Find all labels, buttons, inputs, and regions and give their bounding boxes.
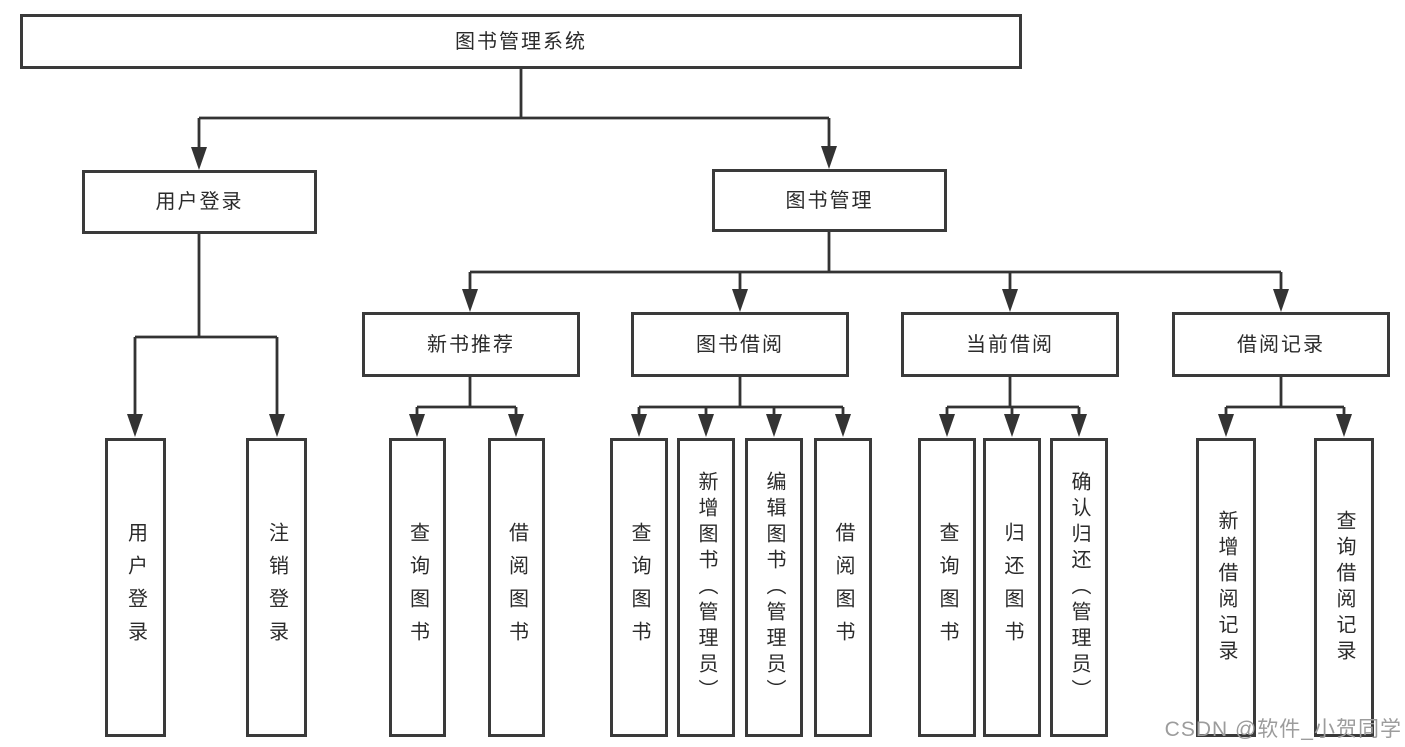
node-book-management: 图书管理 <box>712 169 947 232</box>
node-label: 新增图书（管理员） <box>695 470 717 705</box>
node-label: 图书管理 <box>785 189 874 212</box>
node-label: 查询图书 <box>628 521 650 654</box>
leaf-borrow-edit-books-admin: 编辑图书（管理员） <box>745 438 803 737</box>
leaf-borrow-borrow-books: 借阅图书 <box>814 438 872 737</box>
node-current-borrow: 当前借阅 <box>901 312 1119 377</box>
node-label: 借阅图书 <box>832 521 854 654</box>
node-label: 编辑图书（管理员） <box>763 470 785 705</box>
node-label: 图书管理系统 <box>455 30 587 53</box>
node-label: 确认归还（管理员） <box>1068 470 1090 705</box>
node-user-login: 用户登录 <box>82 170 317 234</box>
leaf-current-query-books: 查询图书 <box>918 438 976 737</box>
node-root: 图书管理系统 <box>20 14 1022 69</box>
arrowheads <box>127 146 1352 437</box>
node-label: 查询图书 <box>936 521 958 654</box>
leaf-user-login: 用户登录 <box>105 438 166 737</box>
leaf-recommend-borrow-books: 借阅图书 <box>488 438 545 737</box>
leaf-current-return-books: 归还图书 <box>983 438 1041 737</box>
node-label: 新书推荐 <box>427 333 515 356</box>
node-label: 借阅图书 <box>505 521 528 654</box>
leaf-records-add-borrow-record: 新增借阅记录 <box>1196 438 1256 737</box>
leaf-recommend-query-books: 查询图书 <box>389 438 446 737</box>
node-label: 归还图书 <box>1001 521 1023 654</box>
node-label: 图书借阅 <box>696 333 784 356</box>
leaf-borrow-add-books-admin: 新增图书（管理员） <box>677 438 735 737</box>
node-label: 用户登录 <box>155 191 244 213</box>
node-label: 查询图书 <box>406 521 429 654</box>
leaf-current-confirm-return-admin: 确认归还（管理员） <box>1050 438 1108 737</box>
csdn-watermark: CSDN @软件_小贺同学 <box>1164 718 1402 741</box>
node-label: 当前借阅 <box>966 333 1054 356</box>
node-label: 用户登录 <box>124 521 147 654</box>
node-new-book-recommend: 新书推荐 <box>362 312 580 377</box>
leaf-logout: 注销登录 <box>246 438 307 737</box>
node-label: 新增借阅记录 <box>1215 509 1237 666</box>
node-label: 借阅记录 <box>1237 333 1325 356</box>
leaf-records-query-borrow-record: 查询借阅记录 <box>1314 438 1374 737</box>
leaf-borrow-query-books: 查询图书 <box>610 438 668 737</box>
node-label: 查询借阅记录 <box>1333 509 1355 666</box>
connector-paths <box>133 69 1346 419</box>
node-book-borrow: 图书借阅 <box>631 312 849 377</box>
node-borrow-records: 借阅记录 <box>1172 312 1390 377</box>
node-label: 注销登录 <box>265 521 288 654</box>
